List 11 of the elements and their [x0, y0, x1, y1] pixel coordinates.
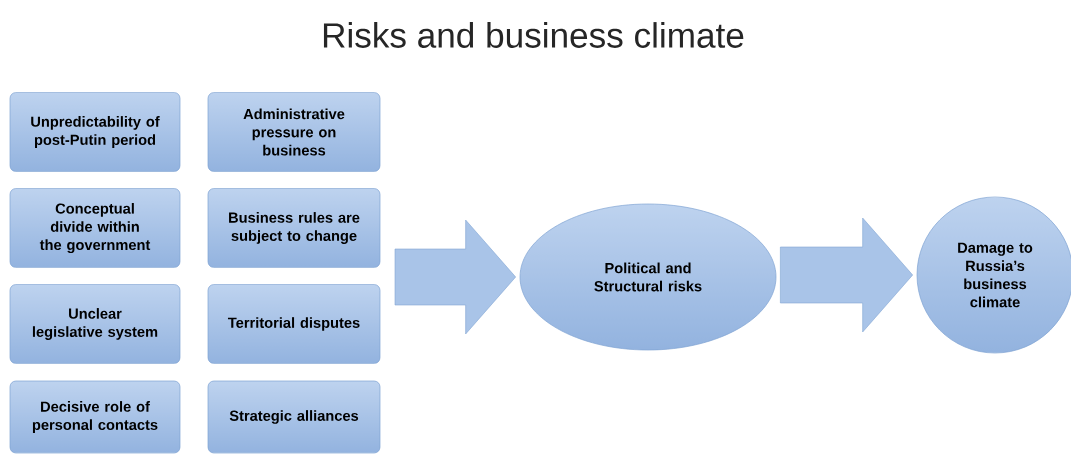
- rounded-box: Conceptual divide within the government: [9, 188, 181, 268]
- block-arrow: [780, 217, 913, 333]
- rounded-box: Strategic alliances: [207, 380, 381, 454]
- block-arrow: [394, 219, 516, 335]
- rounded-box: Business rules are subject to change: [207, 188, 381, 268]
- rounded-box: Administrative pressure on business: [207, 92, 381, 172]
- rounded-box: Territorial disputes: [207, 284, 381, 364]
- rounded-box: Unclear legislative system: [9, 284, 181, 364]
- rounded-box: Unpredictability of post-Putin period: [9, 92, 181, 172]
- rounded-box: Decisive role of personal contacts: [9, 380, 181, 454]
- title: Risks and business climate: [323, 22, 744, 48]
